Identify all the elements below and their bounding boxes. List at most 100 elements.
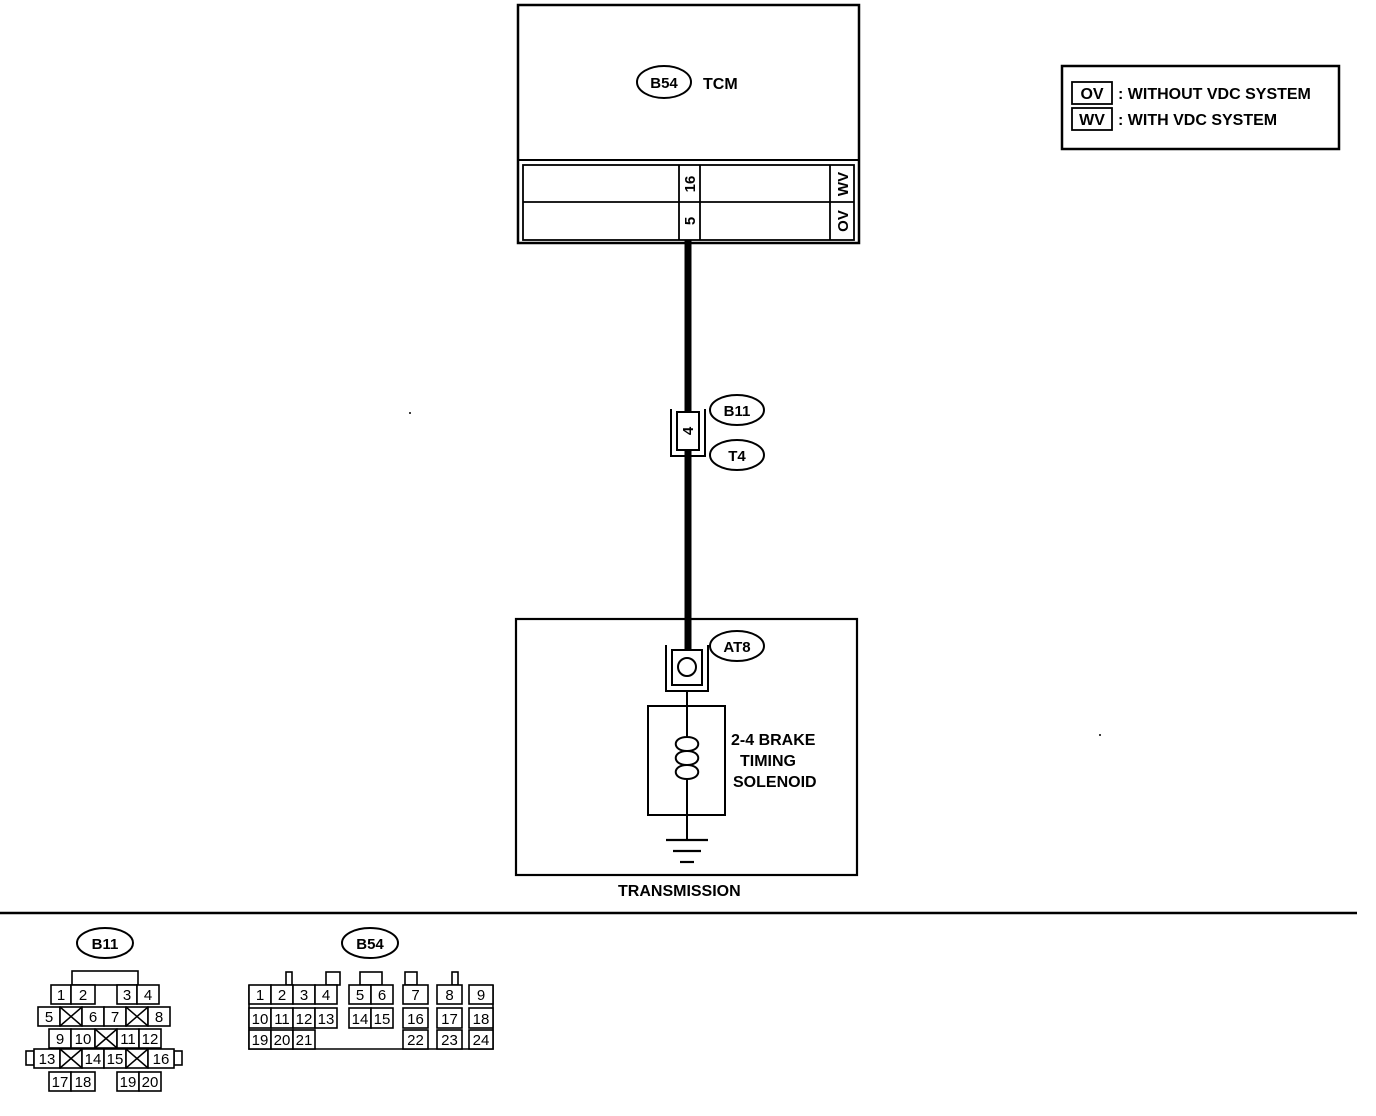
b11-badge — [709, 394, 765, 426]
transmission-label: TRANSMISSION — [618, 883, 741, 900]
b54-pin-number: 14 — [352, 1011, 369, 1028]
b54-pin-number: 1 — [256, 987, 264, 1004]
b11-pin-number: 14 — [85, 1051, 102, 1068]
b11-pin-number: 9 — [56, 1031, 64, 1048]
b11-pin-number: 1 — [57, 987, 65, 1004]
b54-cavity — [436, 984, 463, 1005]
b11-cavity — [70, 984, 96, 1005]
b54-pin-number: 21 — [296, 1032, 313, 1049]
b11-pin-number: 10 — [75, 1031, 92, 1048]
tcm-connector-badge — [636, 65, 692, 99]
b54-pin-number: 23 — [441, 1032, 458, 1049]
b54-pin-number: 16 — [407, 1011, 424, 1028]
b54-pin-number: 11 — [274, 1011, 290, 1028]
joint-connector: 4 B11 T4 — [670, 394, 765, 471]
b11-pin-number: 4 — [144, 987, 152, 1004]
solenoid-label-line1: 2-4 BRAKE — [731, 732, 816, 749]
variant-legend: OV : WITHOUT VDC SYSTEM WV : WITH VDC SY… — [1060, 64, 1341, 151]
b54-pin-number: 17 — [441, 1011, 458, 1028]
b11-cavity — [136, 984, 160, 1005]
legend-code-ov: OV — [1080, 86, 1103, 103]
tcm-label: TCM — [703, 76, 738, 93]
b11-cavity — [138, 1028, 162, 1049]
legend-desc-ov: : WITHOUT VDC SYSTEM — [1118, 86, 1311, 103]
b54-view-label: B54 — [356, 936, 384, 953]
b11-pin-number: 16 — [153, 1051, 170, 1068]
b11-pin-number: 13 — [39, 1051, 56, 1068]
b54-cavity — [370, 984, 394, 1005]
b54-cavity — [314, 984, 338, 1005]
b54-pin-number: 10 — [252, 1011, 269, 1028]
solenoid-coil-icon — [674, 729, 700, 840]
b54-pin-number: 12 — [296, 1011, 313, 1028]
joint-pin-4: 4 — [680, 426, 697, 435]
b11-pin-number: 7 — [111, 1009, 119, 1026]
b54-pin-number: 6 — [378, 987, 386, 1004]
b54-pin-number: 8 — [445, 987, 453, 1004]
b11-pin-number: 8 — [155, 1009, 163, 1026]
b11-pin-number: 6 — [89, 1009, 97, 1026]
b11-pin-number: 2 — [79, 987, 87, 1004]
b54-pin-number: 5 — [356, 987, 364, 1004]
solenoid-label-line2: TIMING — [740, 753, 796, 770]
b54-cavity — [436, 1007, 463, 1029]
b11-view-label: B11 — [92, 936, 119, 953]
tcm-variant-ov: OV — [835, 210, 852, 232]
b11-pin-number: 19 — [120, 1074, 137, 1091]
b11-pin-number: 12 — [142, 1031, 159, 1048]
tcm-connector-id: B54 — [650, 75, 678, 92]
b54-cavity — [468, 1007, 494, 1029]
b54-pin-number: 9 — [477, 987, 485, 1004]
b54-pin-number: 13 — [318, 1011, 335, 1028]
tcm-pin-5: 5 — [682, 217, 699, 225]
b54-cavity — [402, 1029, 429, 1050]
b54-cavity — [468, 1029, 494, 1050]
t4-label: T4 — [728, 448, 746, 465]
solenoid-label-line3: SOLENOID — [733, 774, 817, 791]
b54-cavity — [402, 984, 429, 1005]
b54-cavity — [436, 1029, 463, 1050]
tcm-variant-wv: WV — [835, 172, 852, 196]
ground-icon — [666, 838, 708, 864]
b54-cavity — [402, 1007, 429, 1029]
b54-pin-number: 2 — [278, 987, 286, 1004]
b54-cavity — [292, 1029, 316, 1050]
b54-pin-number: 15 — [374, 1011, 391, 1028]
b11-cavity — [138, 1071, 162, 1092]
transmission-unit: AT8 2-4 BRAKE TIMING SOLENOID — [514, 617, 859, 877]
b11-pin-number: 11 — [120, 1031, 136, 1048]
b54-pin-number: 19 — [252, 1032, 269, 1049]
b54-pin-number: 24 — [473, 1032, 490, 1049]
b54-cavity — [468, 984, 494, 1005]
b54-pin-number: 3 — [300, 987, 308, 1004]
b54-cavity — [370, 1007, 394, 1029]
b54-pin-number: 20 — [274, 1032, 291, 1049]
t4-badge — [709, 439, 765, 471]
b54-cavity — [314, 1007, 338, 1029]
tcm-module: B54 TCM 16 5 WV OV — [516, 3, 861, 245]
b54-pin-number: 4 — [322, 987, 330, 1004]
b11-cavity — [70, 1071, 96, 1092]
b11-cavity — [147, 1048, 175, 1069]
b11-pin-number: 18 — [75, 1074, 92, 1091]
b54-pin-number: 7 — [411, 987, 419, 1004]
b11-label: B11 — [724, 403, 751, 420]
b11-pin-number: 5 — [45, 1009, 53, 1026]
b54-view-badge — [341, 927, 399, 959]
b11-pin-number: 17 — [52, 1074, 69, 1091]
b54-pin-number: 22 — [407, 1032, 424, 1049]
b11-cavity — [147, 1006, 171, 1027]
legend-code-wv: WV — [1079, 112, 1105, 129]
tcm-pin-16: 16 — [682, 176, 699, 193]
legend-desc-wv: : WITH VDC SYSTEM — [1118, 112, 1277, 129]
b11-pin-number: 3 — [123, 987, 131, 1004]
b54-pin-number: 18 — [473, 1011, 490, 1028]
b11-pin-number: 20 — [142, 1074, 159, 1091]
at8-badge — [709, 630, 765, 662]
b11-view-badge — [76, 927, 134, 959]
at8-label: AT8 — [723, 639, 750, 656]
b11-pin-number: 15 — [107, 1051, 124, 1068]
